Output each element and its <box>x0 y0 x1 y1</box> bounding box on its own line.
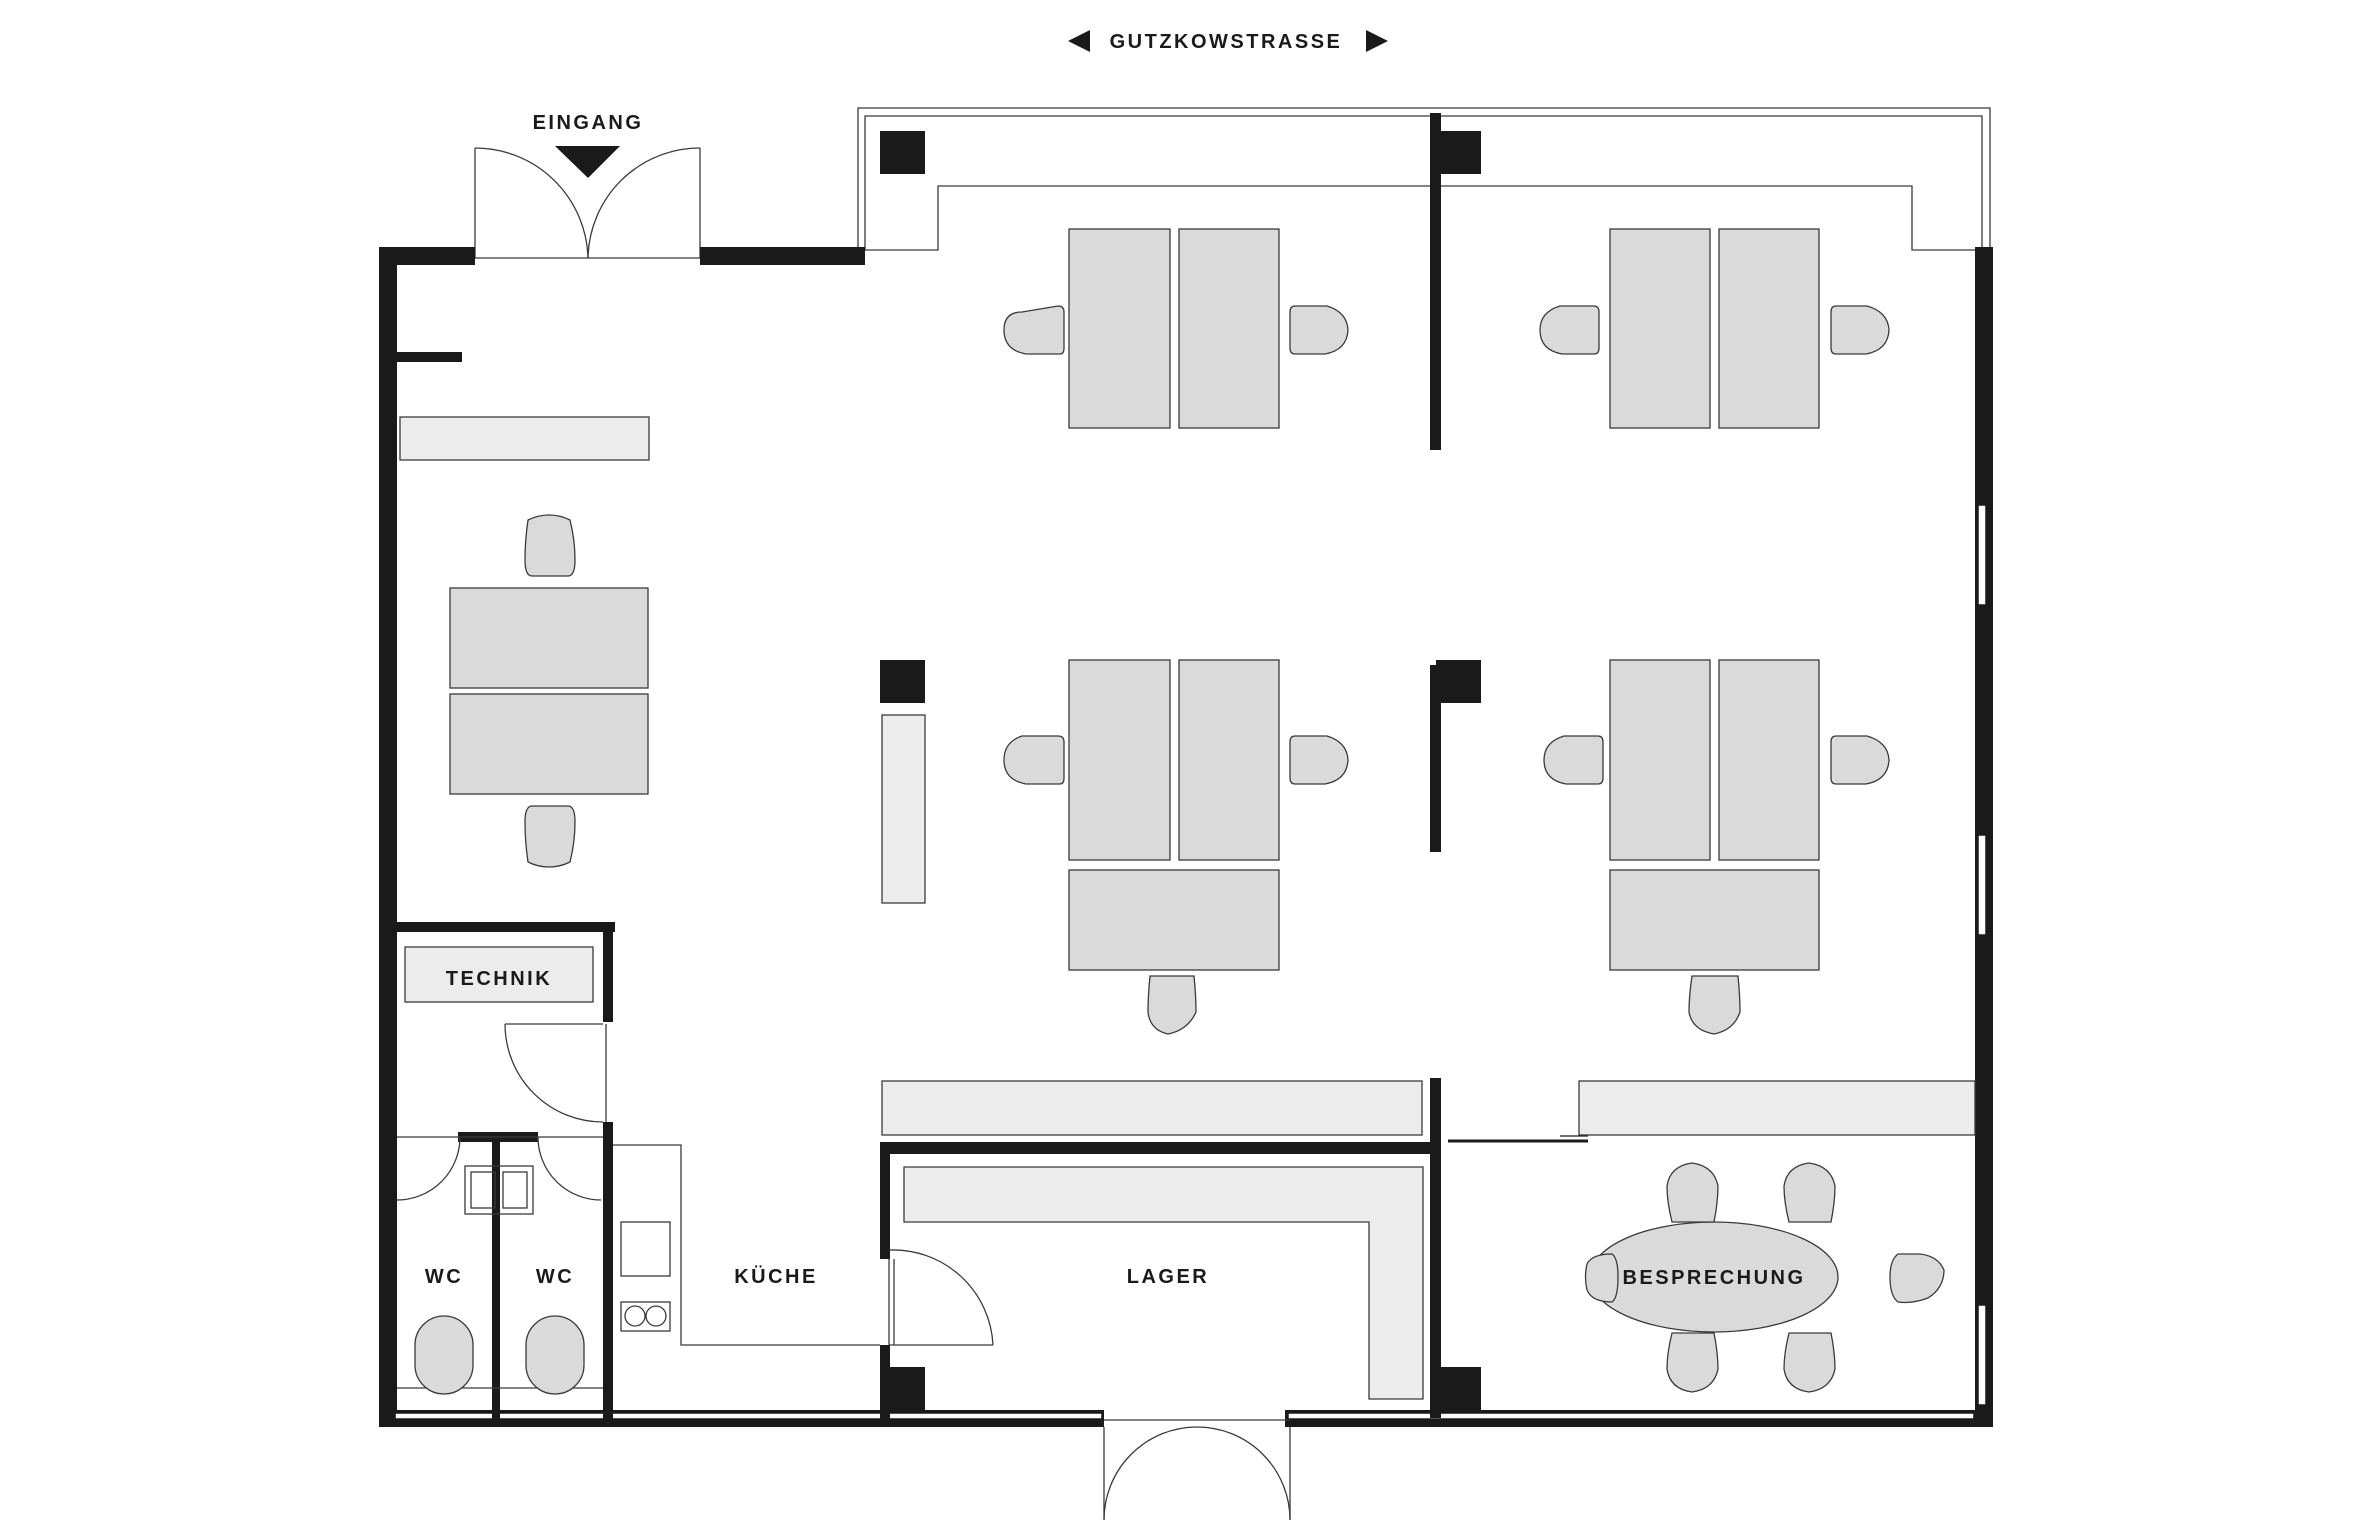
desk-group-3 <box>449 514 649 868</box>
divider-shelf <box>881 714 926 904</box>
desk <box>1609 659 1711 861</box>
entrance-door <box>474 147 701 259</box>
street-label: GUTZKOWSTRASSE <box>1110 31 1343 53</box>
desk <box>1178 659 1280 861</box>
front-window <box>857 107 1991 251</box>
technik-rack <box>404 946 594 1003</box>
technik-room: TECHNIK <box>404 946 607 1123</box>
street-header: GUTZKOWSTRASSE <box>1068 30 1388 53</box>
desk <box>1718 659 1820 861</box>
besprechung-room: BESPRECHUNG <box>1584 1162 1945 1393</box>
wc-1-label: WC <box>425 1266 463 1288</box>
wc-2-label: WC <box>536 1266 574 1288</box>
chair <box>1289 735 1349 785</box>
desk <box>1068 869 1280 971</box>
triangle-left-icon <box>1068 30 1090 52</box>
pillar <box>1436 1367 1481 1410</box>
desk <box>1068 659 1171 861</box>
besprechung-label: BESPRECHUNG <box>1622 1267 1805 1289</box>
chair <box>1688 975 1741 1035</box>
chair <box>1830 305 1890 355</box>
rear-door <box>1103 1419 1291 1521</box>
lager-door <box>888 1249 994 1346</box>
desk <box>1609 869 1820 971</box>
lager-room: LAGER <box>888 1249 1210 1346</box>
interior-walls <box>397 113 1588 1427</box>
desk <box>1068 228 1171 429</box>
desk-group-4 <box>1003 659 1349 1035</box>
lager-shelf <box>903 1166 1424 1400</box>
sideboard-right <box>1578 1080 1976 1136</box>
pillar <box>880 131 925 174</box>
chair <box>1666 1332 1719 1393</box>
pillar <box>880 1367 925 1410</box>
outer-walls <box>379 247 1993 1427</box>
triangle-right-icon <box>1366 30 1388 52</box>
desk <box>449 693 649 795</box>
sink <box>464 1165 534 1215</box>
desk <box>1609 228 1711 429</box>
pillars <box>880 131 1481 1410</box>
desk <box>449 587 649 689</box>
chair <box>524 514 576 577</box>
technik-label: TECHNIK <box>446 968 552 990</box>
chair <box>524 805 576 868</box>
chair <box>1889 1253 1945 1304</box>
chair <box>1830 735 1890 785</box>
chair <box>1147 975 1197 1035</box>
lager-label: LAGER <box>1127 1266 1210 1288</box>
desk-group-5 <box>1543 659 1890 1035</box>
desk <box>1178 228 1280 429</box>
right-window-2 <box>1977 834 1987 936</box>
stove <box>620 1301 671 1332</box>
kitchen: KÜCHE <box>613 1144 880 1346</box>
kueche-label: KÜCHE <box>734 1265 818 1288</box>
triangle-down-icon <box>555 146 620 178</box>
fridge <box>620 1221 671 1277</box>
toilet <box>414 1315 474 1395</box>
pillar <box>1436 131 1481 174</box>
chair <box>1543 735 1604 785</box>
right-window-3 <box>1977 1304 1987 1406</box>
chair <box>1783 1162 1836 1223</box>
sideboard-left <box>881 1080 1423 1136</box>
counters <box>399 416 1976 1400</box>
chair <box>1539 305 1600 355</box>
toilet <box>525 1315 585 1395</box>
desk-group-1 <box>1003 228 1349 429</box>
entry-shelf <box>399 416 650 461</box>
desk <box>1718 228 1820 429</box>
pillar <box>1436 660 1481 703</box>
chair <box>1003 735 1065 785</box>
right-window-1 <box>1977 504 1987 606</box>
wc-door <box>537 1136 602 1201</box>
chair <box>1666 1162 1719 1223</box>
desk-group-2 <box>1539 228 1890 429</box>
wc-area: WC WC <box>396 1136 603 1395</box>
chair <box>1289 305 1349 355</box>
chair <box>1584 1253 1619 1303</box>
chair <box>1783 1332 1836 1393</box>
entrance: EINGANG <box>474 112 701 259</box>
wc-door <box>396 1136 461 1201</box>
technik-door <box>504 1023 604 1123</box>
chair <box>1003 305 1065 355</box>
entrance-label: EINGANG <box>533 112 644 134</box>
pillar <box>880 660 925 703</box>
